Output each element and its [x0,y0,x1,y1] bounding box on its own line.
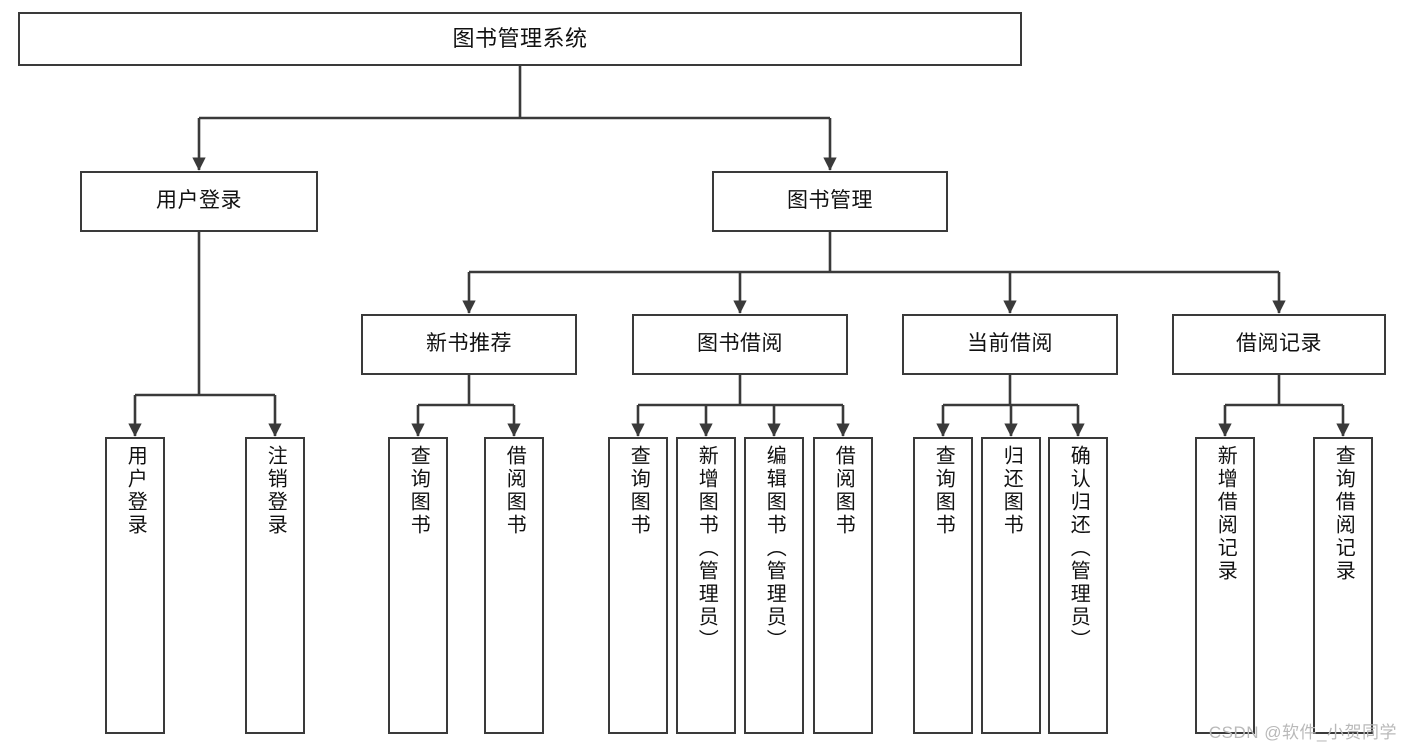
node-leaf-user-login-label: 用户登录 [124,445,147,537]
node-leaf-query-book-2[interactable]: 查询图书 [608,437,668,734]
node-leaf-return-book[interactable]: 归还图书 [981,437,1041,734]
node-borrow-record[interactable]: 借阅记录 [1172,314,1386,375]
node-leaf-query-book-1[interactable]: 查询图书 [388,437,448,734]
node-leaf-borrow-book-1-label: 借阅图书 [503,445,526,537]
node-leaf-user-login[interactable]: 用户登录 [105,437,165,734]
node-new-book-recommend[interactable]: 新书推荐 [361,314,577,375]
node-leaf-borrow-book-2-label: 借阅图书 [832,445,855,537]
node-leaf-edit-book-label: 编辑图书（管理员） [763,445,786,652]
node-leaf-query-book-1-label: 查询图书 [407,445,430,537]
node-book-borrow[interactable]: 图书借阅 [632,314,848,375]
node-book-manage-label: 图书管理 [787,189,873,213]
node-borrow-record-label: 借阅记录 [1236,332,1322,356]
watermark: CSDN @软件_小贺同学 [1208,723,1397,742]
node-leaf-add-book-label: 新增图书（管理员） [695,445,718,652]
node-book-borrow-label: 图书借阅 [697,332,783,356]
node-new-book-recommend-label: 新书推荐 [426,332,512,356]
node-leaf-add-book[interactable]: 新增图书（管理员） [676,437,736,734]
node-user-login-label: 用户登录 [156,189,242,213]
node-leaf-logout[interactable]: 注销登录 [245,437,305,734]
node-leaf-query-record[interactable]: 查询借阅记录 [1313,437,1373,734]
node-leaf-add-record-label: 新增借阅记录 [1214,445,1237,583]
node-leaf-add-record[interactable]: 新增借阅记录 [1195,437,1255,734]
node-current-borrow-label: 当前借阅 [967,332,1053,356]
node-leaf-query-record-label: 查询借阅记录 [1332,445,1355,583]
node-leaf-confirm-return-label: 确认归还（管理员） [1067,445,1090,652]
node-leaf-borrow-book-1[interactable]: 借阅图书 [484,437,544,734]
node-leaf-query-book-3[interactable]: 查询图书 [913,437,973,734]
node-leaf-edit-book[interactable]: 编辑图书（管理员） [744,437,804,734]
node-root[interactable]: 图书管理系统 [18,12,1022,66]
node-book-manage[interactable]: 图书管理 [712,171,948,232]
node-leaf-query-book-2-label: 查询图书 [627,445,650,537]
node-leaf-borrow-book-2[interactable]: 借阅图书 [813,437,873,734]
node-root-label: 图书管理系统 [452,25,588,51]
node-current-borrow[interactable]: 当前借阅 [902,314,1118,375]
node-leaf-logout-label: 注销登录 [264,445,287,537]
node-user-login[interactable]: 用户登录 [80,171,318,232]
node-leaf-confirm-return[interactable]: 确认归还（管理员） [1048,437,1108,734]
node-leaf-return-book-label: 归还图书 [1000,445,1023,537]
node-leaf-query-book-3-label: 查询图书 [932,445,955,537]
